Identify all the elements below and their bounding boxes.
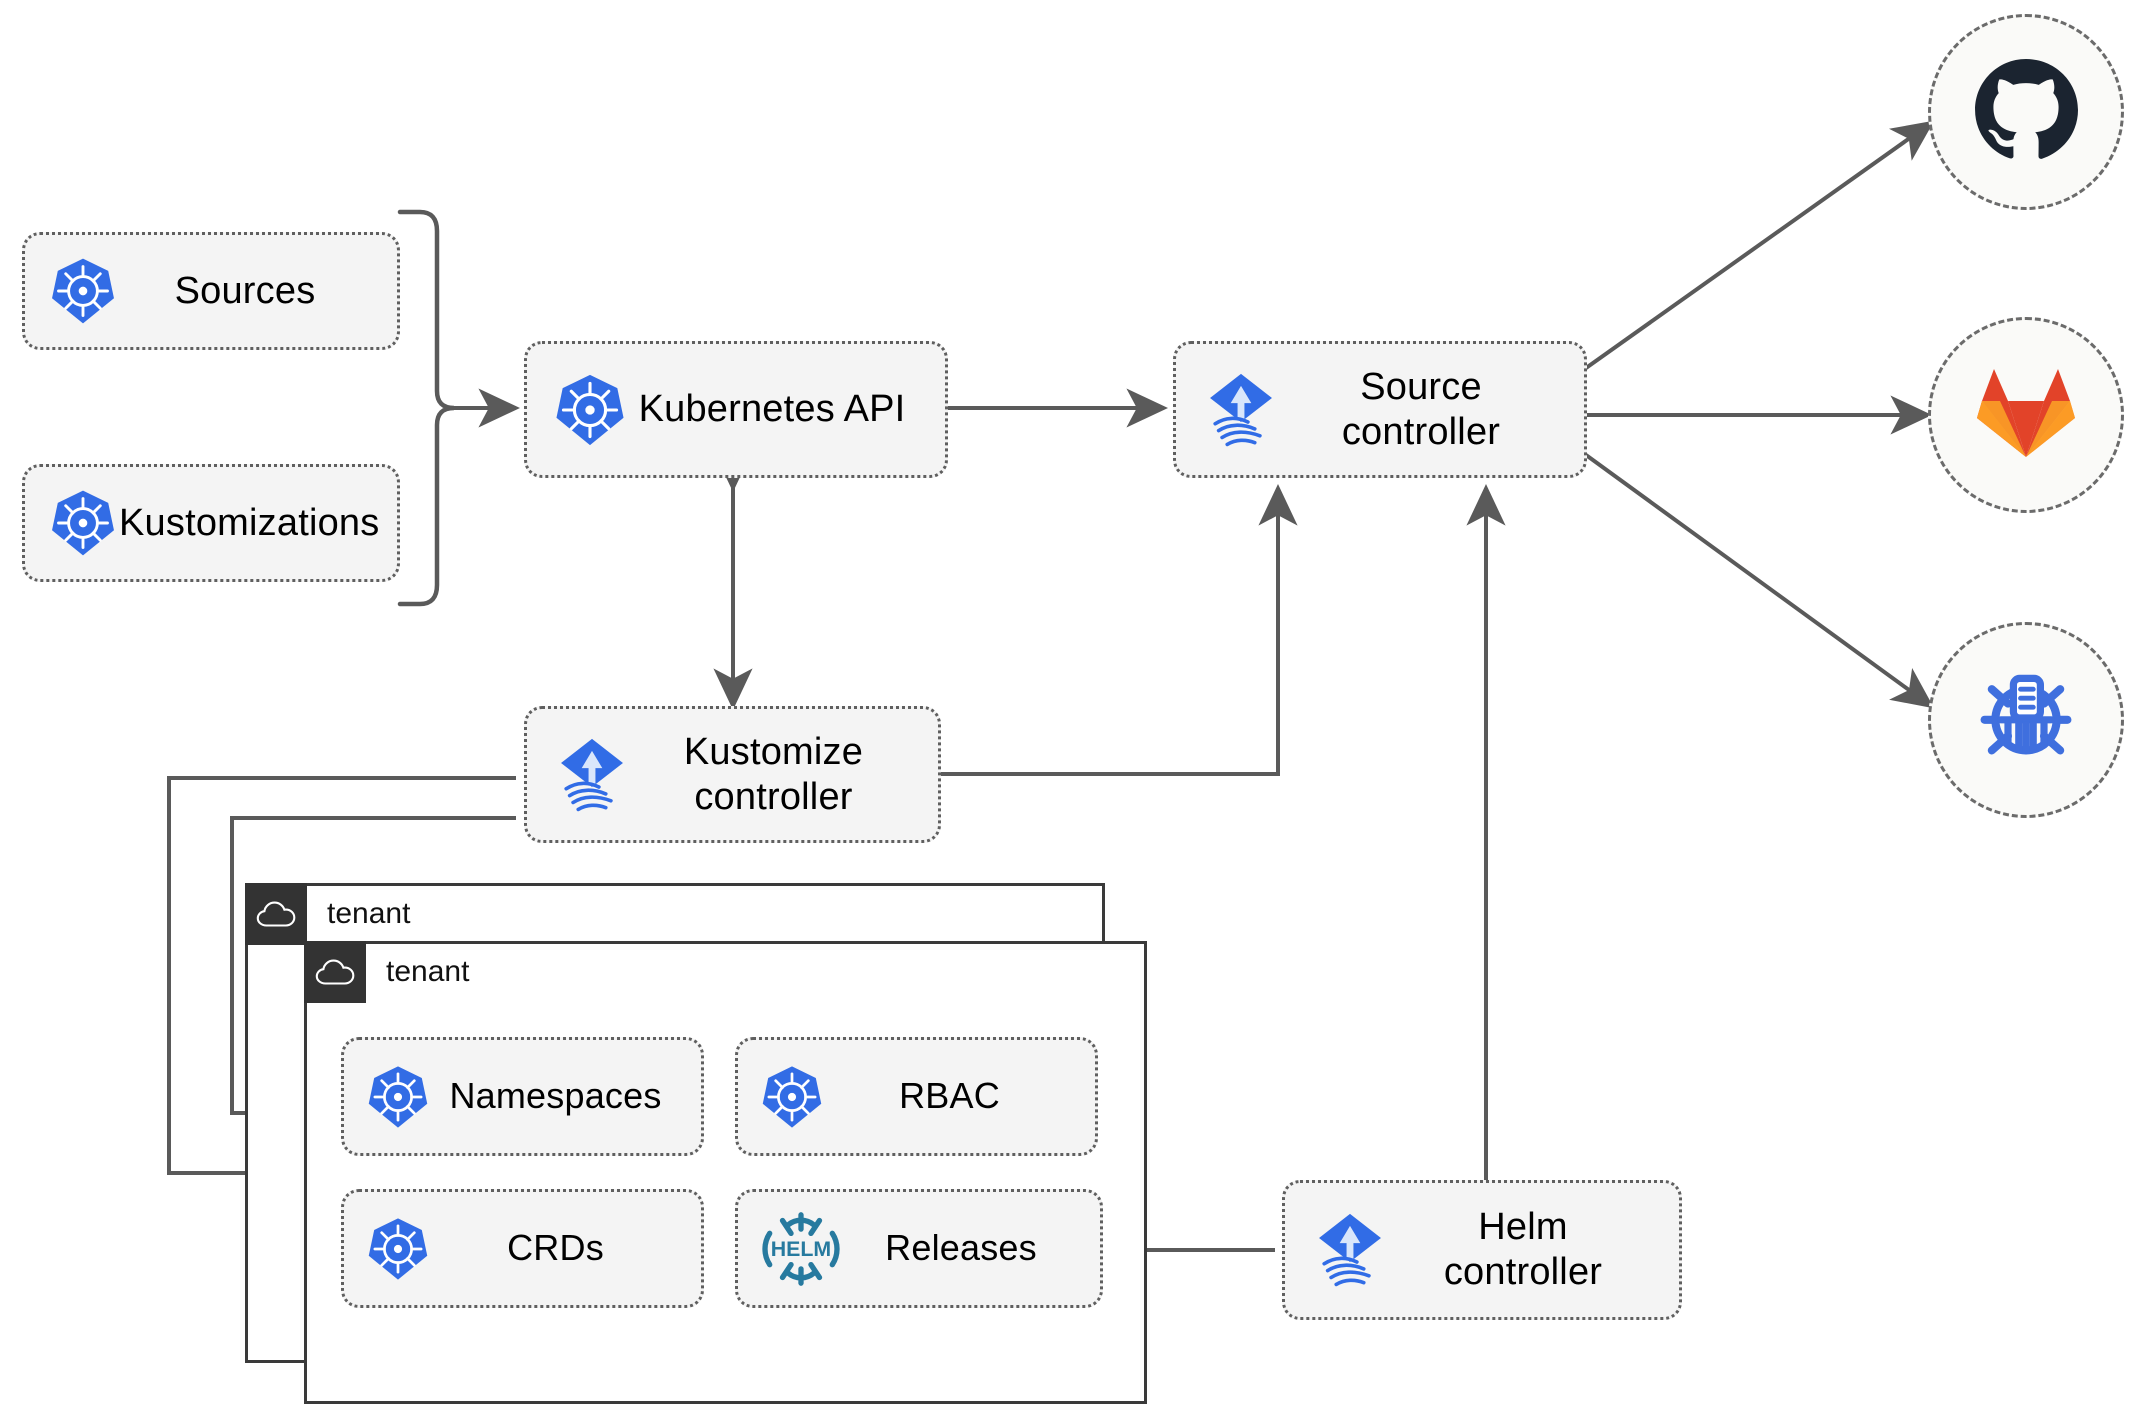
kubernetes-icon [758, 1063, 826, 1131]
node-rbac[interactable]: RBAC [735, 1037, 1098, 1156]
edge-source-to-github [1584, 120, 1935, 370]
external-helm-repo[interactable] [1928, 622, 2124, 818]
node-kustomizations-label: Kustomizations [119, 501, 380, 544]
flux-icon [1198, 367, 1284, 453]
edge-group-bracket [397, 209, 455, 607]
flux-icon [1307, 1207, 1393, 1293]
helm-icon: HELM [758, 1211, 844, 1286]
node-namespaces[interactable]: Namespaces [341, 1037, 704, 1156]
kubernetes-icon [47, 255, 119, 327]
helm-repo-icon [1972, 664, 2080, 777]
cloud-icon [304, 941, 366, 1003]
tenant-inner-label: tenant [386, 955, 470, 988]
tenant-outer-header: tenant [245, 883, 410, 945]
gitlab-icon [1976, 365, 2076, 466]
node-rbac-label: RBAC [899, 1075, 1000, 1117]
kubernetes-icon [364, 1215, 432, 1283]
external-github[interactable] [1928, 14, 2124, 210]
node-kubernetes-api[interactable]: Kubernetes API [524, 341, 948, 478]
node-sources[interactable]: Sources [22, 232, 400, 350]
cloud-icon [245, 883, 307, 945]
flux-icon [549, 732, 635, 818]
node-sources-label: Sources [174, 269, 316, 312]
tenant-outer-label: tenant [327, 897, 411, 930]
kubernetes-icon [364, 1063, 432, 1131]
tenant-container-inner: tenant [304, 941, 1147, 1404]
node-kubernetes-api-label: Kubernetes API [638, 388, 906, 431]
edge-kustomize-to-source [941, 483, 1298, 776]
node-namespaces-label: Namespaces [449, 1075, 662, 1117]
kubernetes-icon [47, 487, 119, 559]
node-crds[interactable]: CRDs [341, 1189, 704, 1308]
tenant-inner-header: tenant [304, 941, 469, 1003]
edge-source-to-helmrepo [1584, 453, 1935, 709]
external-gitlab[interactable] [1928, 317, 2124, 513]
node-crds-label: CRDs [507, 1227, 604, 1269]
node-releases-label: Releases [885, 1227, 1037, 1269]
svg-text:HELM: HELM [771, 1237, 831, 1261]
node-releases[interactable]: HELM Releases [735, 1189, 1103, 1308]
node-kustomizations[interactable]: Kustomizations [22, 464, 400, 582]
github-icon [1974, 58, 2078, 167]
kubernetes-icon [551, 371, 629, 449]
